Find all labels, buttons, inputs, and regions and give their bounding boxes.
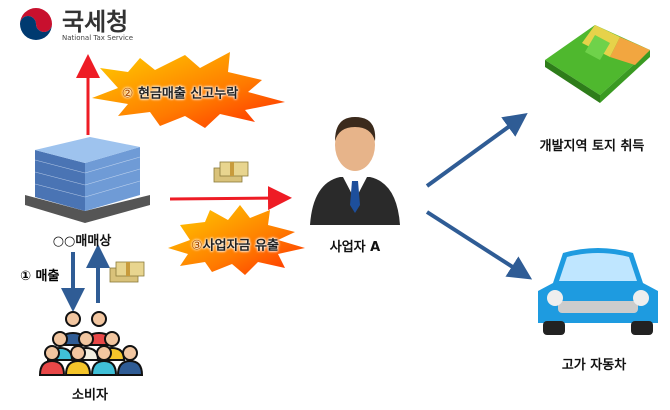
sales-text: 매출 <box>35 269 60 284</box>
businessman-icon <box>310 117 400 225</box>
business-owner-label: 사업자 A <box>329 240 381 255</box>
car-icon <box>538 248 658 335</box>
consumers-icon <box>38 311 143 376</box>
omission-label: ② 현금매출 신고누락 <box>122 83 238 102</box>
omission-number: ② <box>121 86 134 102</box>
land-label: 개발지역 토지 취득 <box>539 139 645 154</box>
nts-logo: 국세청 National Tax Service <box>18 4 168 46</box>
omission-text: 현금매출 신고누락 <box>137 86 239 102</box>
store-label: ○○매매상 <box>52 234 112 249</box>
outflow-arrow <box>169 186 292 211</box>
money-icon <box>213 161 249 183</box>
building-icon <box>25 137 150 223</box>
sales-number: ① <box>20 269 32 284</box>
sales-label: ① 매출 <box>20 265 59 284</box>
to-car-arrow <box>425 210 533 280</box>
outflow-text: 사업자금 유출 <box>202 238 279 254</box>
burst-omission <box>92 52 285 128</box>
money-icon <box>109 261 145 283</box>
car-label: 고가 자동차 <box>561 358 627 373</box>
outflow-label: ③사업자금 유출 <box>191 235 279 254</box>
logo-name-en: National Tax Service <box>62 34 134 42</box>
to-land-arrow <box>425 112 528 188</box>
consumers-label: 소비자 <box>72 388 108 403</box>
logo-name-ko: 국세청 <box>62 8 129 36</box>
outflow-number: ③ <box>191 238 203 254</box>
land-icon <box>545 25 650 103</box>
burst-outflow <box>168 205 305 275</box>
taegeuk-icon <box>20 8 52 40</box>
